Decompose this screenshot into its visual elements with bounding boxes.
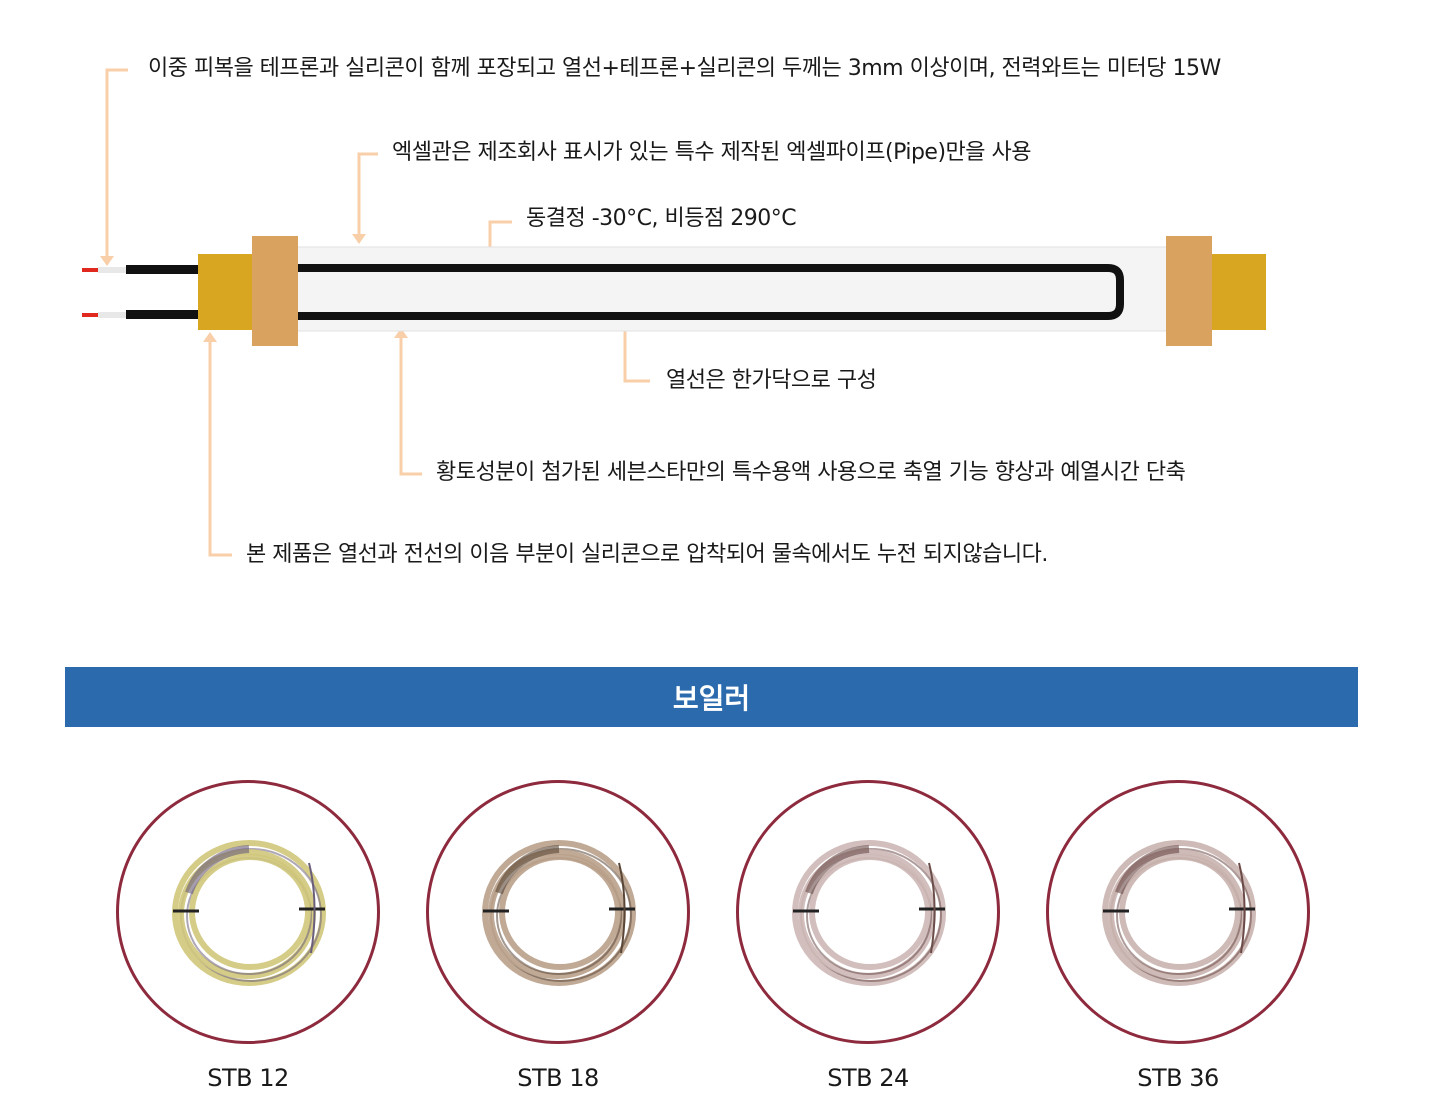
heating-wire bbox=[298, 264, 1124, 320]
callout-pipe: 엑셀관은 제조회사 표시가 있는 특수 제작된 엑셀파이프(Pipe)만을 사용 bbox=[392, 140, 1032, 165]
section-banner: 보일러 bbox=[65, 667, 1358, 727]
product-card[interactable]: STB 36 bbox=[1046, 780, 1310, 1092]
callout-single-wire: 열선은 한가닥으로 구성 bbox=[666, 368, 877, 393]
left-gold-cap bbox=[198, 254, 254, 330]
banner-title: 보일러 bbox=[672, 682, 751, 715]
product-card[interactable]: STB 24 bbox=[736, 780, 1000, 1092]
right-gold-cap bbox=[1212, 254, 1266, 330]
product-name: STB 24 bbox=[827, 1064, 909, 1092]
callout-temperature: 동결정 -30°C, 비등점 290°C bbox=[526, 206, 797, 231]
product-card[interactable]: STB 18 bbox=[426, 780, 690, 1092]
right-tan-cap bbox=[1166, 236, 1212, 346]
product-image-frame bbox=[736, 780, 1000, 1044]
callout-arrows bbox=[105, 68, 650, 557]
arrow-c1 bbox=[105, 68, 128, 258]
arrow-c5 bbox=[399, 336, 422, 476]
callout-solution: 황토성분이 첨가된 세븐스타만의 특수용액 사용으로 축열 기능 향상과 예열시… bbox=[436, 460, 1186, 485]
callout-coating: 이중 피복을 테프론과 실리콘이 함께 포장되고 열선+테프론+실리콘의 두께는… bbox=[148, 56, 1221, 81]
arrow-c2 bbox=[357, 152, 378, 236]
arrow-c4 bbox=[623, 324, 650, 383]
product-name: STB 12 bbox=[207, 1064, 289, 1092]
coil-image bbox=[172, 840, 326, 986]
product-image-frame bbox=[426, 780, 690, 1044]
product-image-frame bbox=[116, 780, 380, 1044]
product-name: STB 36 bbox=[1137, 1064, 1219, 1092]
arrow-c3 bbox=[488, 220, 512, 250]
product-card[interactable]: STB 12 bbox=[116, 780, 380, 1092]
coil-image bbox=[482, 840, 636, 986]
callout-waterproof: 본 제품은 열선과 전선의 이음 부분이 실리콘으로 압착되어 물속에서도 누전… bbox=[246, 542, 1048, 567]
heater-diagram bbox=[82, 68, 1266, 557]
left-tan-cap bbox=[252, 236, 298, 346]
lead-wires bbox=[82, 265, 200, 319]
product-name: STB 18 bbox=[517, 1064, 599, 1092]
arrow-c6 bbox=[208, 340, 232, 557]
product-image-frame bbox=[1046, 780, 1310, 1044]
coil-image bbox=[792, 840, 946, 986]
coil-image bbox=[1102, 840, 1256, 986]
